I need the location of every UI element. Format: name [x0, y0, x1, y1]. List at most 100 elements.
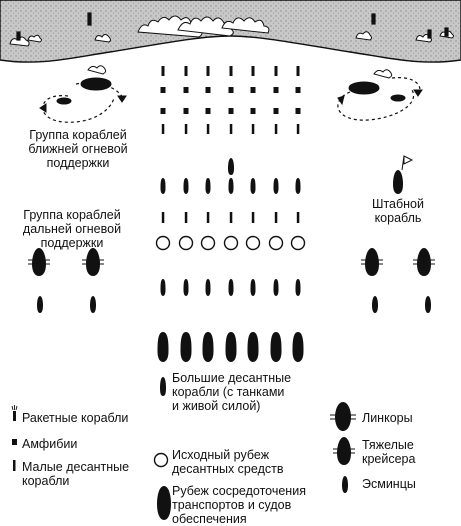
- close-support-label: Группа кораблей ближней огневой поддержк…: [28, 128, 128, 170]
- large-landing-ship-icon: [160, 178, 166, 194]
- legend-amphibian-icon: [12, 439, 17, 445]
- transport-icon: [247, 332, 259, 362]
- transport-icon: [180, 332, 192, 362]
- lead-boat: [228, 158, 234, 175]
- amphibian-icon: [228, 87, 234, 93]
- rocket-ship-icon: [296, 66, 300, 76]
- amphibian-icon: [295, 87, 301, 93]
- large-landing-ship-icon: [295, 178, 301, 194]
- transport-icon: [270, 332, 282, 362]
- destroyer-icon: [425, 296, 431, 313]
- amphibian-icon: [228, 108, 234, 114]
- large-landing-ship-icon: [228, 279, 234, 296]
- destroyer-icon: [37, 296, 43, 313]
- small-landing-ship-icon: [274, 124, 278, 134]
- small-landing-ship-icon: [229, 212, 233, 223]
- close-support-right: [337, 69, 423, 121]
- amphibian-icon: [273, 87, 279, 93]
- amphibians-row: [160, 108, 301, 114]
- large-landing-ships-row: [160, 178, 301, 194]
- amphibian-icon: [250, 87, 256, 93]
- legend-amphibian-label: Амфибии: [22, 437, 78, 451]
- rocket-ship-icon: [229, 66, 233, 76]
- small-landing-ship-icon: [296, 212, 300, 223]
- large-landing-ship-icon: [295, 279, 301, 296]
- small-landing-ship-icon: [274, 212, 278, 223]
- distant-support-label: Группа кораблей дальней огневой поддержк…: [22, 208, 122, 250]
- start-line-circle: [268, 235, 284, 251]
- large-landing-ship-icon: [205, 279, 211, 296]
- transport-icon: [225, 332, 237, 362]
- flagship-icon: [393, 155, 414, 194]
- transport-icon: [202, 332, 214, 362]
- heavy-cruiser-icon: [81, 247, 105, 277]
- transports-row: [157, 332, 304, 362]
- legend-small-landing-icon: [13, 460, 16, 471]
- shore-flares: [16, 12, 449, 41]
- destroyer-icon: [372, 296, 378, 313]
- large-landing-ship-icon: [250, 279, 256, 296]
- legend-battleship-icon: [330, 402, 356, 431]
- small-landing-ship-icon: [184, 124, 188, 134]
- rocket-ship-icon: [206, 66, 210, 76]
- legend-transport-icon: [157, 486, 171, 520]
- amphibian-icon: [273, 108, 279, 114]
- legend-start-line-icon: [153, 452, 169, 468]
- destroyer-icon: [90, 296, 96, 313]
- transport-icon: [292, 332, 304, 362]
- flagship-label: Штабной корабль: [372, 197, 424, 225]
- start-line-circle: [200, 235, 216, 251]
- legend-small-landing-label: Малые десантные корабли: [22, 460, 130, 488]
- large-landing-ship-icon: [250, 178, 256, 194]
- large-landing-ships-row: [160, 279, 301, 296]
- legend-large-landing-icon: [160, 377, 166, 396]
- start-line-circle: [223, 235, 239, 251]
- heavy-cruiser-icon: [360, 247, 384, 277]
- start-line-circle: [245, 235, 261, 251]
- transport-icon: [157, 332, 169, 362]
- legend-heavy-cruiser-icon: [332, 436, 356, 466]
- small-landing-ship-icon: [206, 212, 210, 223]
- small-landing-ship-icon: [161, 212, 165, 223]
- rocket-ship-icon: [161, 66, 165, 76]
- amphibian-icon: [160, 108, 166, 114]
- legend-battleship-label: Линкоры: [362, 411, 413, 425]
- amphibian-icon: [205, 87, 211, 93]
- small-landing-ships-row: [161, 124, 300, 134]
- legend-rocket-label: Ракетные корабли: [22, 411, 129, 425]
- large-landing-ship-icon: [228, 178, 234, 194]
- small-landing-ship-icon: [296, 124, 300, 134]
- legend-start-line-label: Исходный рубеж десантных средств: [172, 448, 284, 476]
- legend-heavy-cruiser-label: Тяжелые крейсера: [362, 438, 416, 466]
- small-landing-ships-row: [161, 212, 300, 223]
- amphibians-row: [160, 87, 301, 93]
- legend-concentration-label: Рубеж сосредоточения транспортов и судов…: [172, 484, 306, 526]
- large-landing-ship-icon: [273, 279, 279, 296]
- rocket-ships-row: [161, 66, 300, 76]
- heavy-cruiser-icon: [27, 247, 51, 277]
- small-landing-ship-icon: [251, 212, 255, 223]
- small-landing-ship-icon: [184, 212, 188, 223]
- start-line-circle: [178, 235, 194, 251]
- amphibian-icon: [183, 108, 189, 114]
- legend-destroyer-label: Эсминцы: [362, 477, 416, 491]
- small-landing-ship-icon: [229, 124, 233, 134]
- amphibian-icon: [295, 108, 301, 114]
- rocket-ship-icon: [184, 66, 188, 76]
- large-landing-ship-icon: [273, 178, 279, 194]
- start-line-circle: [155, 235, 171, 251]
- explosions: [9, 15, 454, 47]
- legend-destroyer-icon: [342, 476, 348, 493]
- amphibian-icon: [160, 87, 166, 93]
- large-landing-ship-icon: [183, 178, 189, 194]
- large-landing-ship-icon: [183, 279, 189, 296]
- amphibian-icon: [250, 108, 256, 114]
- small-landing-ship-icon: [251, 124, 255, 134]
- rocket-ship-icon: [251, 66, 255, 76]
- legend-large-landing-label: Большие десантные корабли (с танками и ж…: [172, 371, 292, 413]
- close-support-left: [39, 65, 127, 123]
- amphibian-icon: [205, 108, 211, 114]
- start-line-circle: [290, 235, 306, 251]
- small-landing-ship-icon: [206, 124, 210, 134]
